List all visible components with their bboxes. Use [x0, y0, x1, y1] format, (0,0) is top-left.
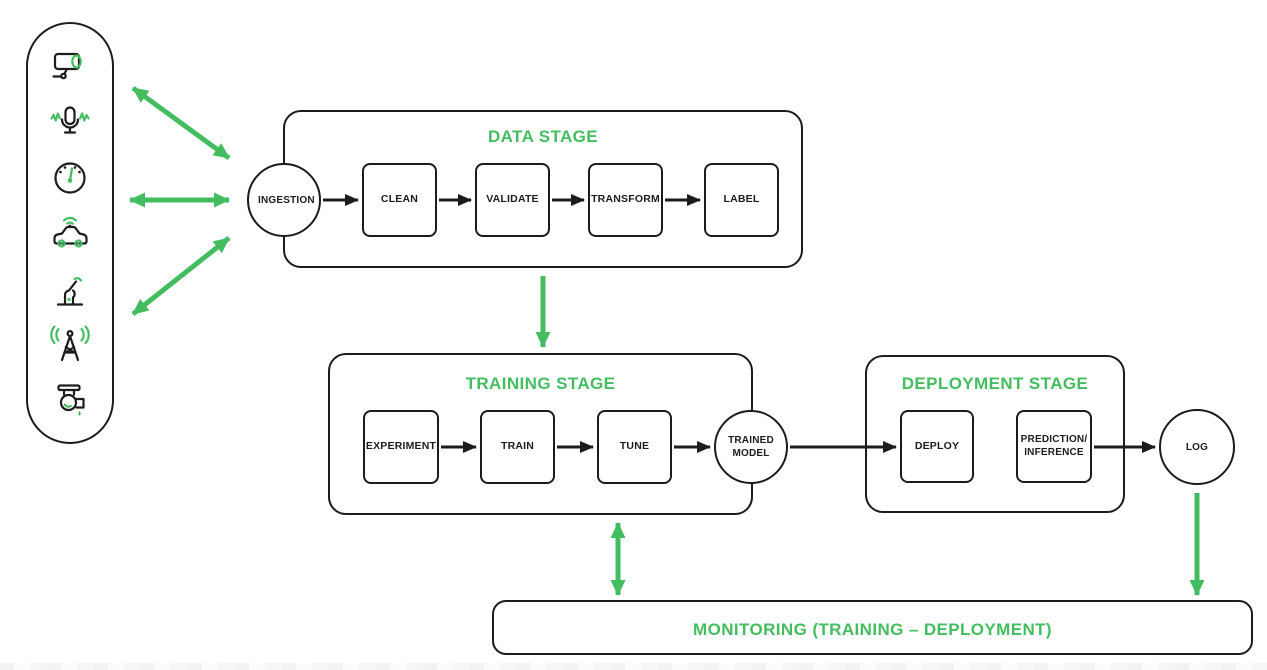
step-box-validate: VALIDATE — [475, 163, 550, 237]
step-box-deploy: DEPLOY — [900, 410, 974, 483]
ingestion-label: INGESTION — [258, 194, 315, 206]
trained-model-node: TRAINED MODEL — [714, 410, 788, 484]
step-box-prediction-inference: PREDICTION/ INFERENCE — [1016, 410, 1092, 483]
deployment-stage-title: DEPLOYMENT STAGE — [901, 374, 1089, 393]
arrow-sources-ingestion-bottom — [131, 236, 231, 316]
step-box-clean: CLEAN — [362, 163, 437, 237]
bottom-edge-artifact — [0, 663, 1267, 670]
step-box-label: LABEL — [704, 163, 779, 237]
data-sources-panel — [26, 22, 114, 444]
monitoring-bar — [492, 600, 1253, 655]
step-box-transform: TRANSFORM — [588, 163, 663, 237]
step-box-tune: TUNE — [597, 410, 672, 484]
robot-arm-icon — [56, 277, 84, 306]
trained-model-label: TRAINED MODEL — [728, 435, 774, 459]
microphone-icon — [50, 105, 90, 134]
ingestion-node: INGESTION — [247, 163, 321, 237]
radio-tower-icon — [50, 324, 90, 361]
gauge-icon — [54, 162, 86, 194]
training-stage-title: TRAINING STAGE — [465, 374, 616, 393]
deployment-stage-container — [865, 355, 1125, 513]
log-label: LOG — [1185, 441, 1209, 453]
autonomous-car-icon — [53, 216, 88, 248]
data-stage-title: DATA STAGE — [487, 127, 599, 146]
step-box-train: TRAIN — [480, 410, 555, 484]
step-box-experiment: EXPERIMENT — [363, 410, 439, 484]
log-node: LOG — [1159, 409, 1235, 485]
arrow-sources-ingestion-top — [131, 85, 231, 161]
monitoring-title: MONITORING (TRAINING – DEPLOYMENT) — [693, 620, 1052, 639]
cctv-camera-icon — [52, 53, 82, 80]
water-pipe-valve-icon — [57, 384, 85, 416]
